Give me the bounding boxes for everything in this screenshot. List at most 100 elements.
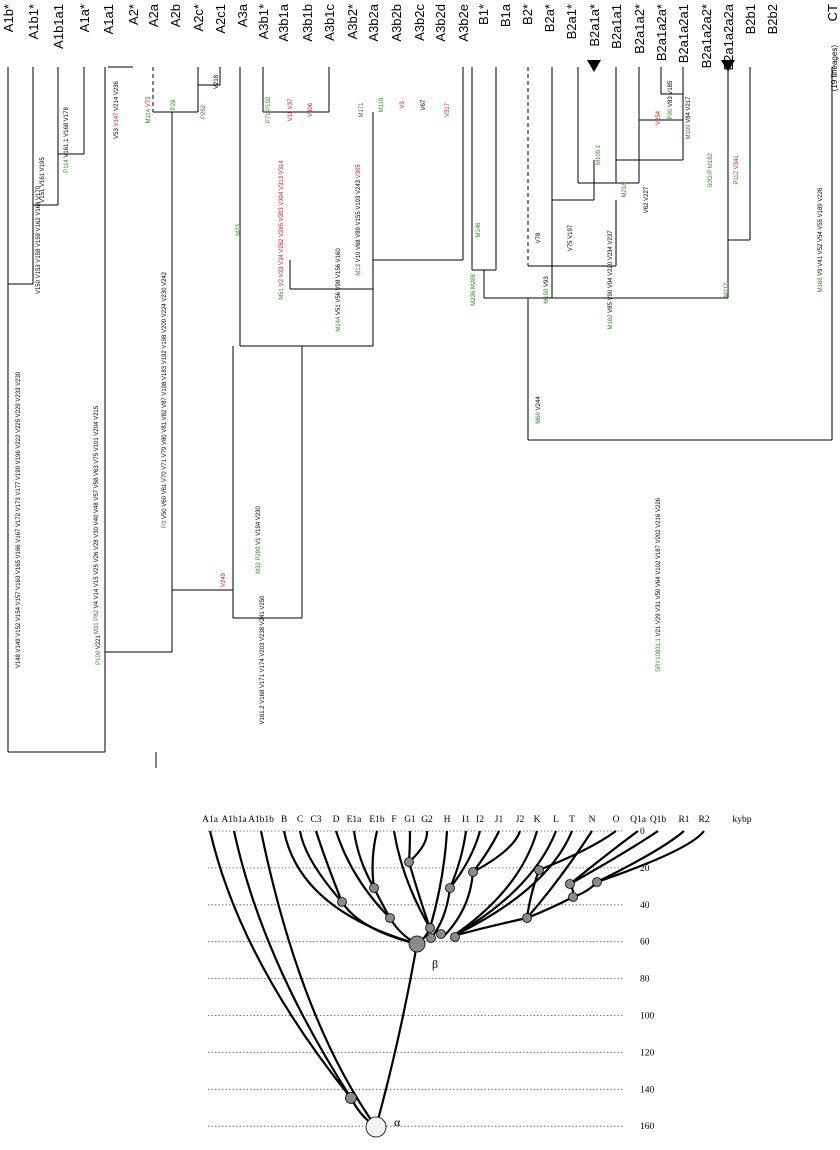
time-tick-label: 0	[640, 827, 645, 837]
haplogroup-label-j2: J2	[516, 815, 525, 825]
haplogroup-label-o: O	[613, 815, 620, 825]
mutation-label: M109.1	[596, 144, 602, 165]
haplogroup-label-i1: I1	[462, 815, 470, 825]
tip-label-a3b1: A3b1*	[256, 4, 271, 39]
tip-label-b2b1: B2b1	[743, 4, 758, 34]
tip-label-a1a: A1a*	[77, 4, 92, 32]
tip-label-a2: A2*	[126, 4, 141, 25]
tip-label-b2: B2*	[520, 4, 535, 25]
mutation-label: 50f2/P M182	[708, 152, 714, 187]
haplogroup-label-i2: I2	[476, 815, 484, 825]
tip-label-a3b2: A3b2*	[345, 4, 360, 39]
mutation-label: M182 V85 V90 V94 V220 V234 V237	[608, 230, 614, 330]
divergence-node	[425, 923, 435, 933]
divergence-node	[592, 877, 602, 887]
lineage-branch	[352, 830, 375, 889]
tip-label-a3b2b: A3b2b	[389, 4, 404, 42]
mutation-label: V161.2 V168 V171 V174 V203 V238 V241 V25…	[260, 595, 266, 724]
haplogroup-label-t: T	[569, 815, 575, 825]
haplogroup-label-c3: C3	[310, 815, 321, 825]
mutation-label: M168 V9 V41 V52 V54 V55 V189 V226	[818, 187, 824, 292]
lineage-branch	[452, 830, 558, 937]
mutation-label: M23	[236, 224, 242, 236]
lineage-branch	[448, 830, 468, 889]
lineage-branch	[314, 830, 344, 903]
haplogroup-label-b: B	[281, 815, 287, 825]
lineage-branch	[596, 830, 685, 883]
mutation-label: P100 V221	[96, 634, 102, 664]
ct-lineage-note: (19 lineages)	[830, 45, 839, 92]
haplogroup-label-g1: G1	[404, 815, 416, 825]
mutation-label: M150 V93	[544, 276, 550, 304]
mutation-label: M112	[724, 282, 730, 297]
divergence-node	[534, 865, 544, 875]
mutation-label: V306	[308, 102, 314, 117]
tip-label-b2a: B2a*	[542, 4, 557, 32]
haplogroup-label-l: L	[553, 815, 559, 825]
haplogroup-label-h: H	[444, 815, 451, 825]
divergence-node	[345, 1092, 357, 1104]
tip-label-b1: B1*	[476, 4, 491, 25]
time-tick-label: 120	[640, 1048, 655, 1058]
tip-label-b2a1a: B2a1a*	[587, 4, 602, 47]
lineage-branch	[428, 830, 449, 929]
haplogroup-label-r2: R2	[698, 815, 709, 825]
mutation-label: P112 V341	[734, 155, 740, 185]
alpha-root-node	[365, 1116, 387, 1138]
divergence-node	[445, 883, 455, 893]
tip-label-b2a1a2a: B2a1a2a*	[654, 4, 669, 61]
lineage-branch	[452, 916, 528, 938]
lineage-branch	[232, 830, 352, 1099]
mutation-label: V151 V161 V195	[40, 157, 46, 203]
lineage-branch	[538, 830, 617, 872]
lineage-branch	[472, 830, 522, 873]
lineage-branch	[259, 830, 377, 1128]
divergence-node	[522, 913, 532, 923]
collapsed-clade-triangle-icon	[587, 60, 601, 72]
mutation-label: V53 V147 V214 V236	[114, 80, 120, 138]
mutation-label: M60 V244	[536, 396, 542, 424]
mutation-label: V218	[214, 74, 220, 89]
lineage-branch	[208, 830, 352, 1099]
lineage-branch	[569, 830, 639, 885]
lineage-branch	[596, 830, 705, 884]
divergence-node	[450, 932, 460, 942]
mutation-label: V249	[221, 572, 227, 587]
lineage-branch	[442, 871, 475, 938]
lineage-branch	[374, 943, 419, 1128]
time-tick-label: 100	[640, 1012, 655, 1022]
divergence-node	[404, 857, 414, 867]
tip-label-b2a1a2a2: B2a1a2a2*	[699, 4, 714, 68]
haplogroup-label-r1: R1	[678, 815, 689, 825]
mutation-label: V67	[421, 99, 427, 110]
tip-label-a3b2d: A3b2d	[433, 4, 448, 42]
mutation-label: M51 V2 V33 V34 V262 V285 V303 V304 V313 …	[279, 160, 285, 300]
lineage-branch	[334, 830, 391, 919]
tip-label-b2a1a2a2a: B2a1a2a2a	[721, 3, 736, 70]
lineage-branch	[298, 830, 343, 903]
tip-label-b2a1a1: B2a1a1	[609, 4, 624, 49]
haplogroup-label-n: N	[589, 815, 596, 825]
mutation-label: V3	[400, 101, 406, 109]
divergence-node	[337, 897, 347, 907]
haplogroup-label-f: F	[391, 815, 396, 825]
tip-label-a1b1a1: A1b1a1	[51, 4, 66, 49]
mutation-label: V11 V37	[288, 98, 294, 121]
tip-label-a1a1: A1a1	[101, 4, 116, 34]
mutation-label: P262	[201, 104, 207, 119]
tip-label-b2a1: B2a1*	[564, 4, 579, 39]
time-tick-label: 140	[640, 1085, 655, 1095]
tip-label-a3b1c: A3b1c	[322, 4, 337, 41]
alpha-label: α	[394, 1115, 401, 1129]
mutation-label: M218	[622, 182, 628, 198]
collapsed-clade-triangle-icon	[721, 60, 735, 72]
divergence-node	[369, 883, 379, 893]
mutation-label: M13 V10 V68 V89 V155 V193 V243 V305	[356, 164, 362, 276]
divergence-node	[468, 867, 478, 877]
divergence-node	[568, 892, 578, 902]
time-tick-label: 80	[640, 975, 650, 985]
mutation-label: P3 V50 V60 V61 V70 V71 V79 V80 V81 V82 V…	[162, 271, 168, 528]
mutation-label: P71 P102	[266, 96, 272, 123]
tip-label-a2a: A2a	[146, 3, 161, 27]
